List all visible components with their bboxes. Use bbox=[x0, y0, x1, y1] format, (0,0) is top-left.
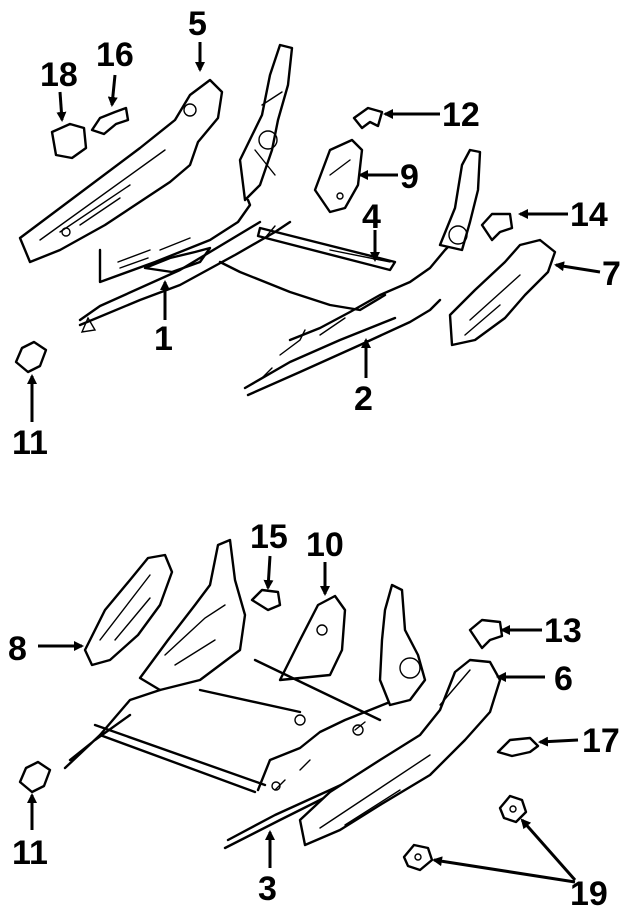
callout-15: 15 bbox=[250, 518, 288, 556]
part-1-seat-track-left bbox=[78, 220, 292, 327]
part-18-knob bbox=[50, 122, 88, 160]
callout-2: 2 bbox=[354, 380, 373, 418]
upper-right-recliner-arm bbox=[438, 148, 482, 252]
upper-recliner-plate bbox=[238, 43, 294, 202]
part-11-clip-lower bbox=[18, 760, 52, 794]
part-16-handle bbox=[90, 106, 130, 136]
callout-16: 16 bbox=[96, 36, 134, 74]
leader-lines bbox=[27, 42, 601, 884]
callout-9: 9 bbox=[400, 158, 419, 196]
callout-17: 17 bbox=[582, 722, 620, 760]
callout-3: 3 bbox=[258, 870, 277, 908]
callout-13: 13 bbox=[544, 612, 582, 650]
part-15-clip bbox=[250, 588, 282, 612]
callout-4: 4 bbox=[362, 198, 381, 236]
part-13-clip bbox=[468, 618, 504, 650]
callout-11-upper: 11 bbox=[12, 424, 48, 462]
lower-seat-track-assembly bbox=[18, 538, 540, 872]
part-6-side-cover bbox=[298, 658, 502, 847]
callout-11-lower: 11 bbox=[12, 834, 48, 872]
part-3-seat-track-frame bbox=[63, 688, 162, 770]
part-4-cross-bar bbox=[256, 226, 397, 272]
part-9-bracket-plate bbox=[313, 138, 364, 214]
callout-14: 14 bbox=[570, 196, 608, 234]
part-11-clip-upper bbox=[14, 340, 48, 374]
part-10-bracket bbox=[278, 594, 347, 682]
part-17-knob bbox=[496, 736, 540, 758]
callout-numbers: 18 16 5 12 9 14 4 7 1 2 11 15 10 8 13 6 … bbox=[8, 5, 621, 913]
upper-seat-track-assembly bbox=[14, 43, 557, 397]
part-2-seat-track-right bbox=[243, 298, 442, 397]
callout-1: 1 bbox=[154, 320, 173, 358]
callout-10: 10 bbox=[306, 526, 344, 564]
callout-18: 18 bbox=[40, 56, 78, 94]
part-14-clip bbox=[480, 212, 514, 242]
lower-right-recliner bbox=[378, 583, 427, 707]
callout-19: 19 bbox=[570, 875, 608, 913]
part-12-clip bbox=[352, 106, 384, 130]
lower-left-recliner bbox=[138, 538, 247, 692]
part-19-washer-b bbox=[402, 843, 434, 872]
part-19-washer-a bbox=[498, 794, 528, 824]
part-5-side-cover bbox=[18, 78, 224, 264]
callout-6: 6 bbox=[554, 660, 573, 698]
part-8-side-cover bbox=[83, 553, 174, 667]
part-7-side-cover bbox=[448, 238, 557, 347]
callout-8: 8 bbox=[8, 630, 27, 668]
callout-5: 5 bbox=[188, 5, 207, 43]
callout-7: 7 bbox=[602, 255, 621, 293]
callout-12: 12 bbox=[442, 96, 480, 134]
